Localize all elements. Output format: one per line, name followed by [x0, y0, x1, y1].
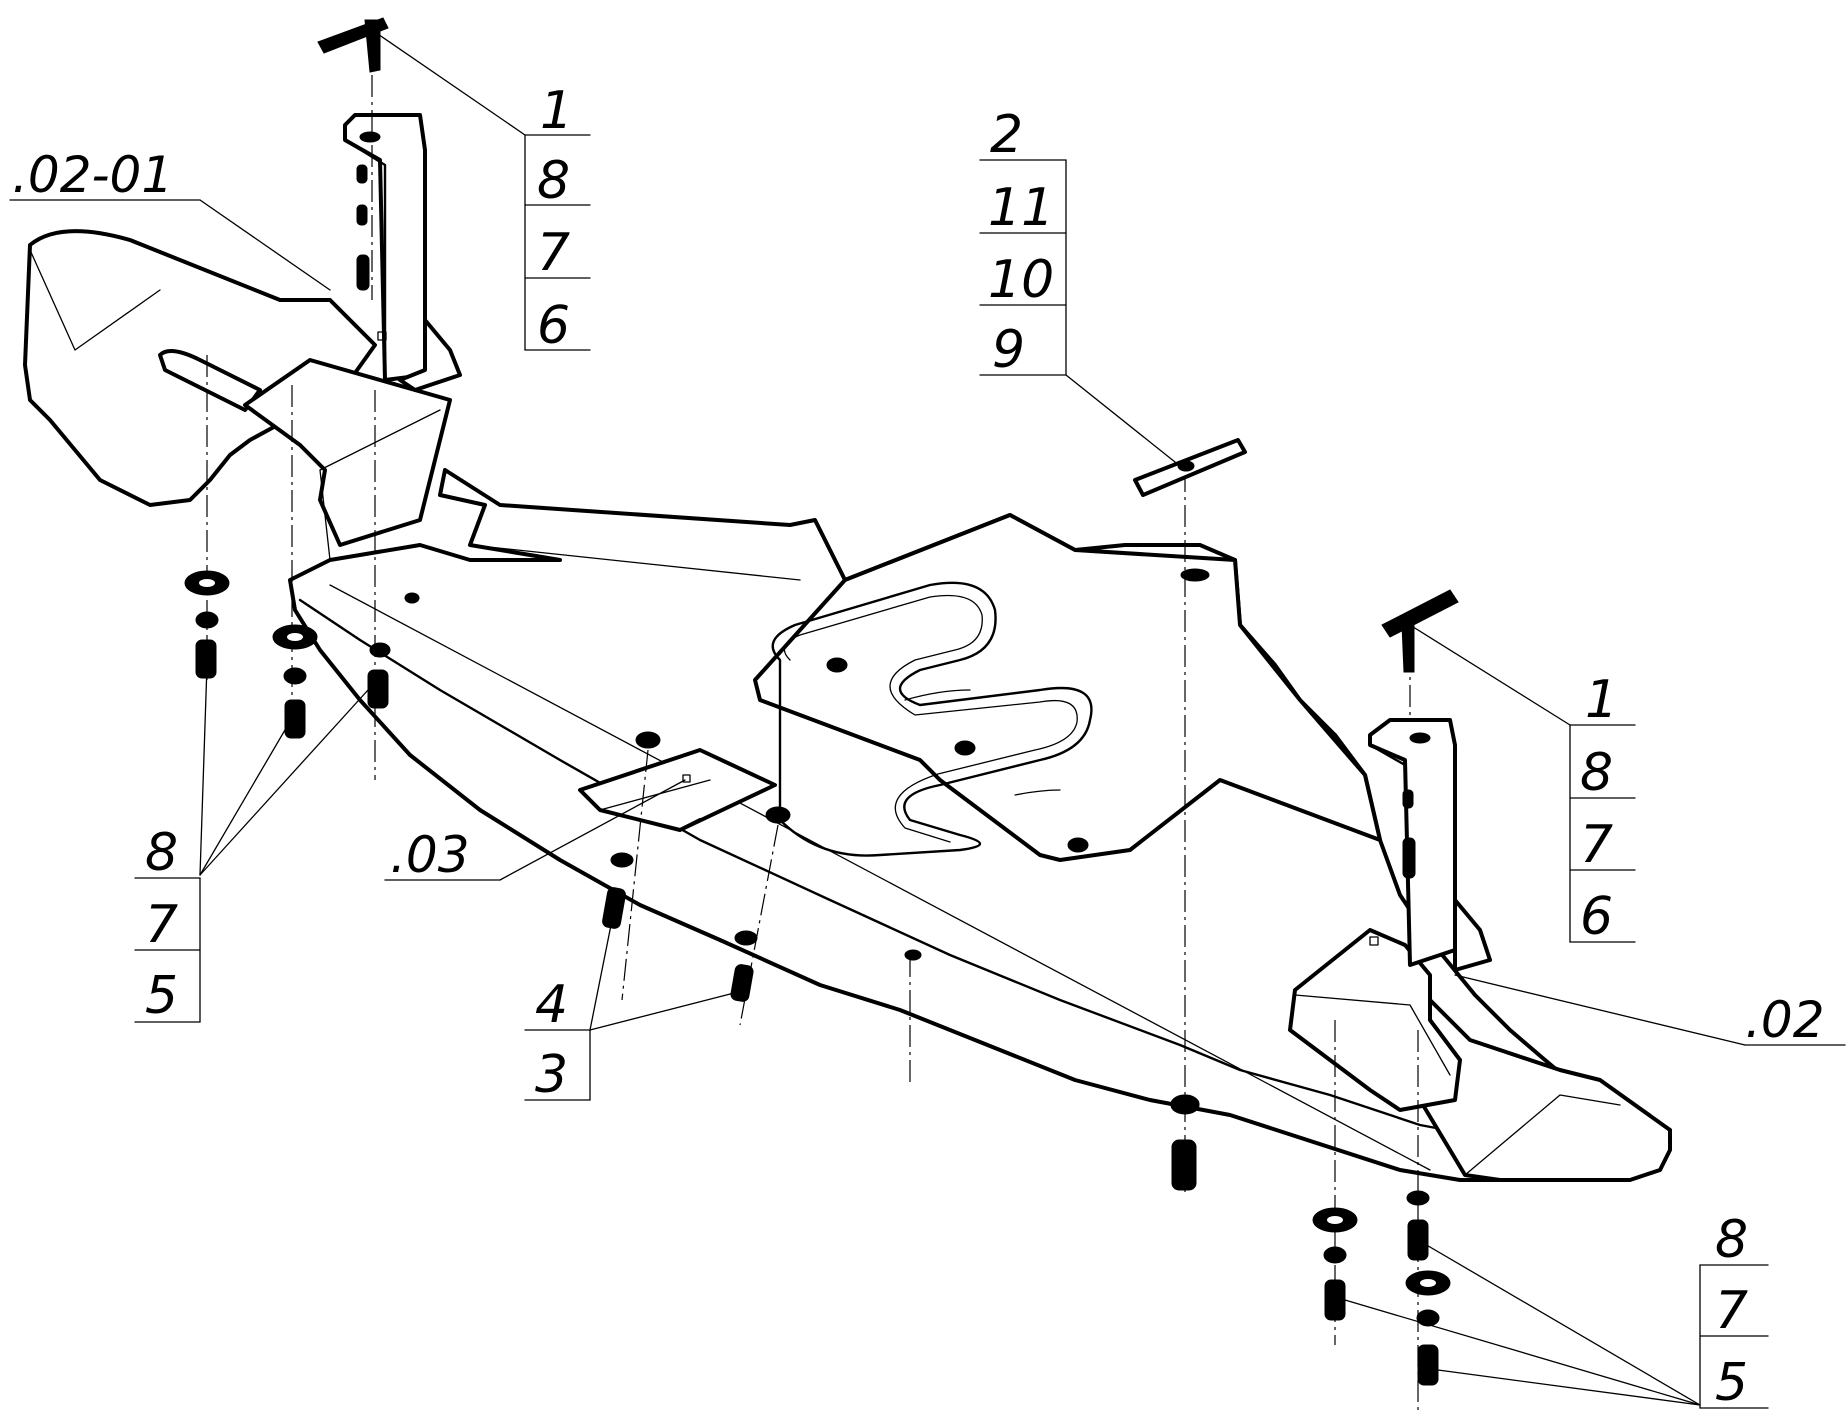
left-bracket-slot — [356, 254, 370, 291]
left-side-guard — [23, 113, 462, 561]
callout-label: 9 — [992, 320, 1025, 380]
plate-hole — [1067, 837, 1089, 853]
callout-stack-left-bottom: 8 7 5 — [134, 823, 201, 1026]
bolt-set-right-2 — [1406, 1190, 1430, 1261]
right-guard-fold — [1464, 1094, 1621, 1176]
callout-stack-bottom-right: 8 7 5 — [1699, 1210, 1769, 1413]
callout-label: 10 — [988, 250, 1054, 310]
left-guard-edge — [319, 409, 441, 561]
callout-label: 5 — [1715, 1353, 1748, 1413]
callout-label: 8 — [145, 823, 178, 883]
callout-label: 7 — [537, 223, 570, 283]
callout-label: 2 — [990, 105, 1023, 165]
clip-nut-top-left — [317, 17, 389, 73]
right-bracket-fold — [1368, 743, 1412, 967]
plate-hole — [404, 592, 420, 604]
right-guard-edge — [1294, 994, 1451, 1076]
callout-stack-top-left: 1 8 7 6 — [524, 81, 591, 356]
callout-label: 7 — [1715, 1281, 1748, 1341]
callout-label: 4 — [535, 975, 568, 1035]
right-bracket-marker — [1369, 936, 1379, 946]
nut-plate-middle — [1133, 438, 1247, 497]
callout-label: 5 — [145, 966, 178, 1026]
plate-hole — [954, 740, 976, 756]
callout-label: 1 — [1585, 670, 1618, 730]
left-bracket-fold — [343, 138, 387, 382]
part-label-02-01: .02-01 — [12, 146, 173, 204]
callout-stack-center-bottom: 4 3 — [524, 975, 591, 1105]
bolt-set-left-1 — [184, 570, 230, 679]
bolt-set-right-3 — [1405, 1270, 1451, 1386]
callout-label: 8 — [1715, 1210, 1748, 1270]
callout-label: 6 — [537, 296, 570, 356]
right-bracket-slot — [1409, 732, 1431, 744]
leader-lines — [199, 29, 1746, 1406]
plate-hole — [904, 949, 922, 961]
callout-label: 7 — [145, 895, 178, 955]
callout-label: 3 — [535, 1045, 568, 1105]
left-guard-side — [243, 358, 452, 547]
clip-nut-right — [1381, 589, 1459, 673]
left-bracket-slot — [356, 204, 368, 226]
left-bracket-slot — [356, 164, 368, 184]
right-bracket-slot — [1402, 837, 1416, 879]
plate-hole — [635, 731, 661, 749]
bolt-set-left-2 — [272, 624, 318, 739]
left-bracket-marker — [377, 331, 387, 341]
bolt-center-long — [1170, 1094, 1200, 1191]
part-label-02: .02 — [1745, 991, 1825, 1049]
plate-hole — [826, 657, 848, 673]
right-bracket-gusset — [1453, 898, 1492, 972]
left-bracket-gusset — [398, 318, 462, 392]
callout-label: 11 — [988, 178, 1054, 238]
center-plate-edge — [599, 779, 711, 811]
callout-label: 7 — [1580, 815, 1613, 875]
bolt-set-left-3 — [367, 642, 391, 709]
center-plate-marker — [682, 774, 691, 783]
part-label-03: .03 — [390, 826, 470, 884]
embossed-ribs — [771, 581, 1093, 857]
part-designations: .02-01 .03 .02 — [9, 146, 1846, 1049]
right-bracket-slot — [1402, 789, 1414, 809]
front-lip-edge — [298, 598, 1632, 1167]
plate-hole — [765, 806, 791, 824]
callout-label: 6 — [1580, 887, 1613, 947]
plate-hole — [1180, 568, 1210, 582]
plate-fold-line — [329, 544, 1431, 1171]
left-bracket-slot — [359, 131, 381, 143]
callout-label: 8 — [1580, 743, 1613, 803]
callout-stack-right: 1 8 7 6 — [1569, 670, 1636, 947]
left-guard-fold — [29, 249, 161, 351]
callout-label: 8 — [537, 151, 570, 211]
callout-stack-top-middle: 2 11 10 9 — [979, 105, 1067, 380]
bolt-set-right-1 — [1312, 1207, 1358, 1321]
callout-label: 1 — [540, 81, 573, 141]
